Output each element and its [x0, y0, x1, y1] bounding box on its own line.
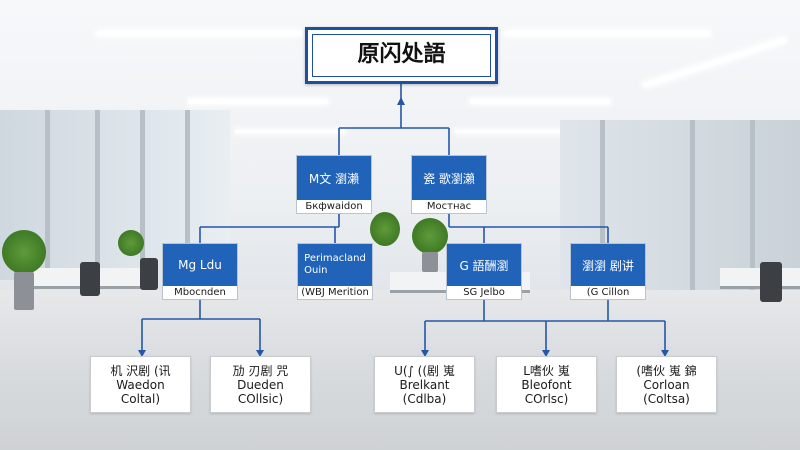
arrow-head [542, 350, 550, 357]
level3-node-subtitle: SG Jelbo [447, 286, 521, 299]
level3-node: Mg Ldu Mbocnden [162, 243, 238, 300]
potted-plant [412, 218, 448, 254]
leaf-node-line: Waedon [116, 377, 165, 392]
leaf-node-line: Bleofont [521, 377, 572, 392]
leaf-node-line: Dueden [237, 377, 284, 392]
potted-plant [370, 212, 400, 246]
ceiling-light [188, 99, 328, 104]
plant-pot [14, 272, 34, 310]
leaf-node-line: (嗜伙 嵬 錦 [636, 363, 697, 378]
level3-node-title: Mg Ldu [163, 244, 237, 286]
ceiling-light [470, 99, 610, 104]
leaf-node-line: L嗜伙 嵬 [523, 363, 570, 378]
ceiling-light [455, 130, 565, 133]
arrow-head [397, 97, 405, 105]
leaf-node-line: Brelkant [399, 377, 450, 392]
potted-plant [2, 230, 46, 274]
arrow-head [421, 350, 429, 357]
window-mullion [45, 110, 50, 280]
ceiling-light [235, 130, 345, 133]
arrow-head [138, 350, 146, 357]
level3-node: Perimacland Ouin (WBJ Merition [297, 243, 373, 300]
leaf-node: 机 沢剧 (讯 Waedon Coltal) [90, 356, 191, 413]
level2-node-subtitle: Мостнаc [412, 200, 486, 213]
root-node-label: 原闪处語 [357, 42, 446, 67]
window-mullion [140, 110, 145, 280]
leaf-node-line: U(∫ ((剧 嵬 [394, 363, 455, 378]
office-chair [140, 258, 158, 290]
leaf-node-line: (Cdlba) [402, 391, 447, 406]
leaf-node-line: COrlsc) [524, 391, 569, 406]
level2-node: 瓷 歌瀏瀨 Мостнаc [411, 155, 487, 214]
level3-node-subtitle: (WBJ Merition [298, 286, 372, 299]
level2-node: M文 瀏瀨 Бкфwaidon [296, 155, 372, 214]
arrow-head [256, 350, 264, 357]
leaf-node: (嗜伙 嵬 錦 Corloan (Coltsa) [616, 356, 717, 413]
ceiling-light [97, 31, 302, 36]
office-chair [80, 262, 100, 296]
level3-node-title: 瀏瀏 剧讲 [571, 244, 645, 286]
leaf-node-line: Corloan [643, 377, 690, 392]
leaf-node-line: 机 沢剧 (讯 [110, 363, 171, 378]
window-mullion [95, 110, 100, 280]
window-mullion [750, 120, 755, 320]
level2-node-subtitle: Бкфwaidon [297, 200, 371, 213]
office-chair [760, 262, 782, 302]
ceiling-light [505, 31, 710, 36]
potted-plant [118, 230, 144, 256]
leaf-node-line: Coltal) [120, 391, 161, 406]
level3-node-subtitle: (G Cillon [571, 286, 645, 299]
leaf-node: L嗜伙 嵬 Bleofont COrlsc) [496, 356, 597, 413]
plant-pot [422, 252, 438, 272]
leaf-node-line: 劢 刃剧 咒 [232, 363, 289, 378]
window-mullion [185, 110, 190, 280]
window-mullion [690, 120, 695, 320]
leaf-node-line: COllsic) [237, 391, 284, 406]
level3-node-title: G 語酬瀏 [447, 244, 521, 286]
leaf-node: U(∫ ((剧 嵬 Brelkant (Cdlba) [374, 356, 475, 413]
leaf-node-line: (Coltsa) [643, 391, 690, 406]
leaf-node: 劢 刃剧 咒 Dueden COllsic) [210, 356, 311, 413]
window-mullion [600, 120, 605, 320]
level2-node-title: 瓷 歌瀏瀨 [412, 156, 486, 200]
arrow-head [661, 350, 669, 357]
root-node: 原闪处語 [305, 27, 498, 84]
level3-node: G 語酬瀏 SG Jelbo [446, 243, 522, 300]
level3-node-subtitle: Mbocnden [163, 286, 237, 299]
level2-node-title: M文 瀏瀨 [297, 156, 371, 200]
root-node-inner-border [312, 34, 491, 77]
level3-node: 瀏瀏 剧讲 (G Cillon [570, 243, 646, 300]
level3-node-title: Perimacland Ouin [298, 244, 372, 286]
